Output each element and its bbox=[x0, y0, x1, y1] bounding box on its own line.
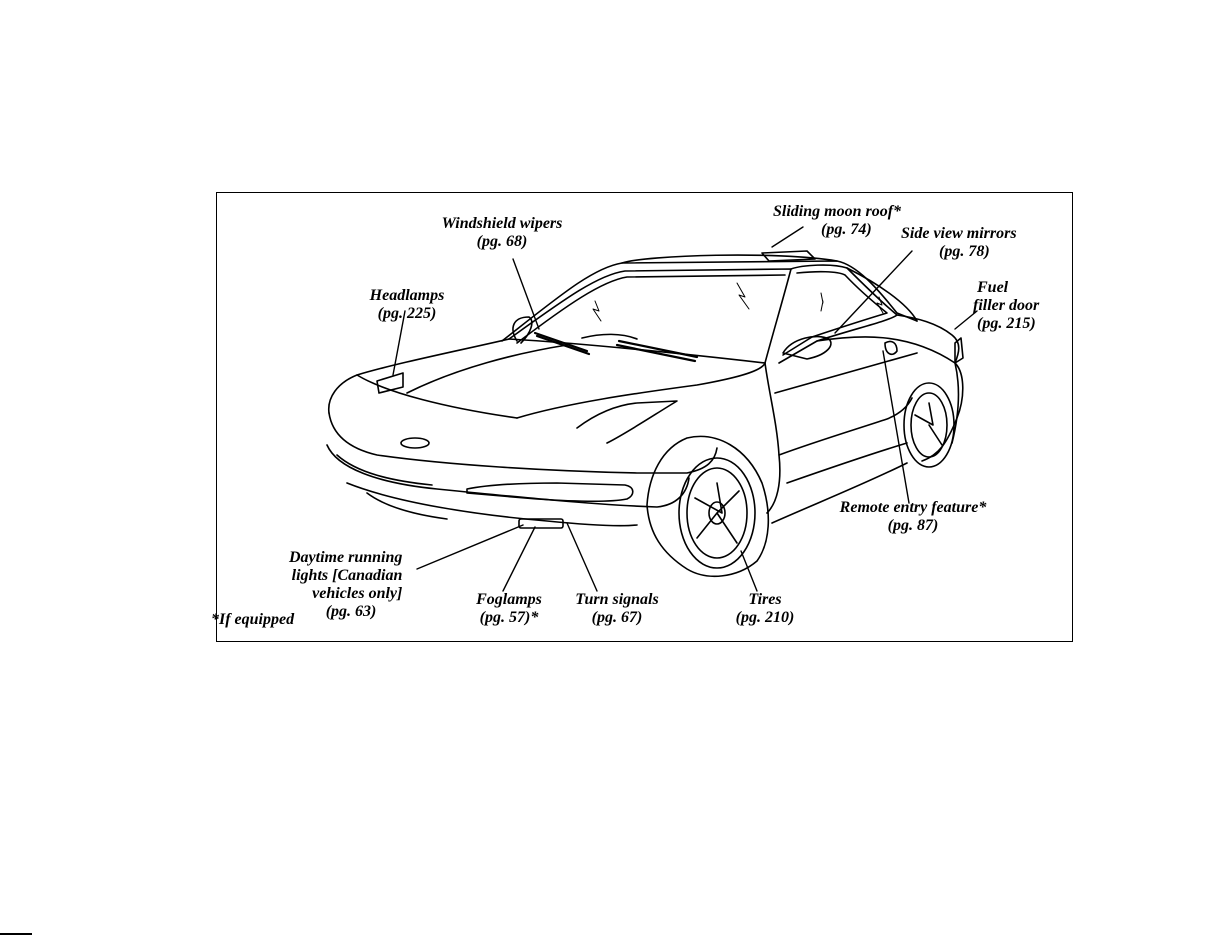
tires-page: (pg. 210) bbox=[736, 609, 795, 627]
side-view-mirrors-name: Side view mirrors bbox=[901, 225, 1017, 243]
fuel-filler-door-page: (pg. 215) bbox=[977, 315, 1039, 333]
page-corner-mark bbox=[0, 933, 32, 935]
foglamps-page: (pg. 57)* bbox=[476, 609, 542, 627]
turn-signals-page: (pg. 67) bbox=[575, 609, 658, 627]
fuel-filler-door-line1: Fuel bbox=[977, 279, 1039, 297]
label-headlamps: Headlamps (pg. 225) bbox=[370, 287, 445, 323]
daytime-running-lights-page: (pg. 63) bbox=[289, 603, 376, 621]
fuel-filler-door-line2: filler door bbox=[973, 297, 1039, 315]
label-remote-entry: Remote entry feature* (pg. 87) bbox=[840, 499, 987, 535]
label-windshield-wipers: Windshield wipers (pg. 68) bbox=[442, 215, 563, 251]
label-turn-signals: Turn signals (pg. 67) bbox=[575, 591, 658, 627]
label-side-view-mirrors: Side view mirrors (pg. 78) bbox=[901, 225, 1017, 261]
remote-entry-page: (pg. 87) bbox=[840, 517, 987, 535]
windshield-wipers-name: Windshield wipers bbox=[442, 215, 563, 233]
label-fuel-filler-door: Fuel filler door (pg. 215) bbox=[977, 279, 1039, 333]
sliding-moon-roof-page: (pg. 74) bbox=[773, 221, 901, 239]
pointer-lines bbox=[393, 227, 977, 591]
footnote-if-equipped: *If equipped bbox=[211, 611, 294, 629]
turn-signals-name: Turn signals bbox=[575, 591, 658, 609]
remote-entry-name: Remote entry feature* bbox=[840, 499, 987, 517]
daytime-running-lights-line3: vehicles only] bbox=[289, 585, 402, 603]
tires-name: Tires bbox=[736, 591, 795, 609]
headlamps-name: Headlamps bbox=[370, 287, 445, 305]
foglamps-name: Foglamps bbox=[476, 591, 542, 609]
label-daytime-running-lights: Daytime running lights [Canadian vehicle… bbox=[289, 549, 402, 621]
label-foglamps: Foglamps (pg. 57)* bbox=[476, 591, 542, 627]
sliding-moon-roof-name: Sliding moon roof* bbox=[773, 203, 901, 221]
headlamps-page: (pg. 225) bbox=[370, 305, 445, 323]
label-sliding-moon-roof: Sliding moon roof* (pg. 74) bbox=[773, 203, 901, 239]
label-tires: Tires (pg. 210) bbox=[736, 591, 795, 627]
diagram-frame: Windshield wipers (pg. 68) Sliding moon … bbox=[216, 192, 1073, 642]
daytime-running-lights-line2: lights [Canadian bbox=[289, 567, 402, 585]
daytime-running-lights-line1: Daytime running bbox=[289, 549, 402, 567]
windshield-wipers-page: (pg. 68) bbox=[442, 233, 563, 251]
side-view-mirrors-page: (pg. 78) bbox=[901, 243, 1017, 261]
